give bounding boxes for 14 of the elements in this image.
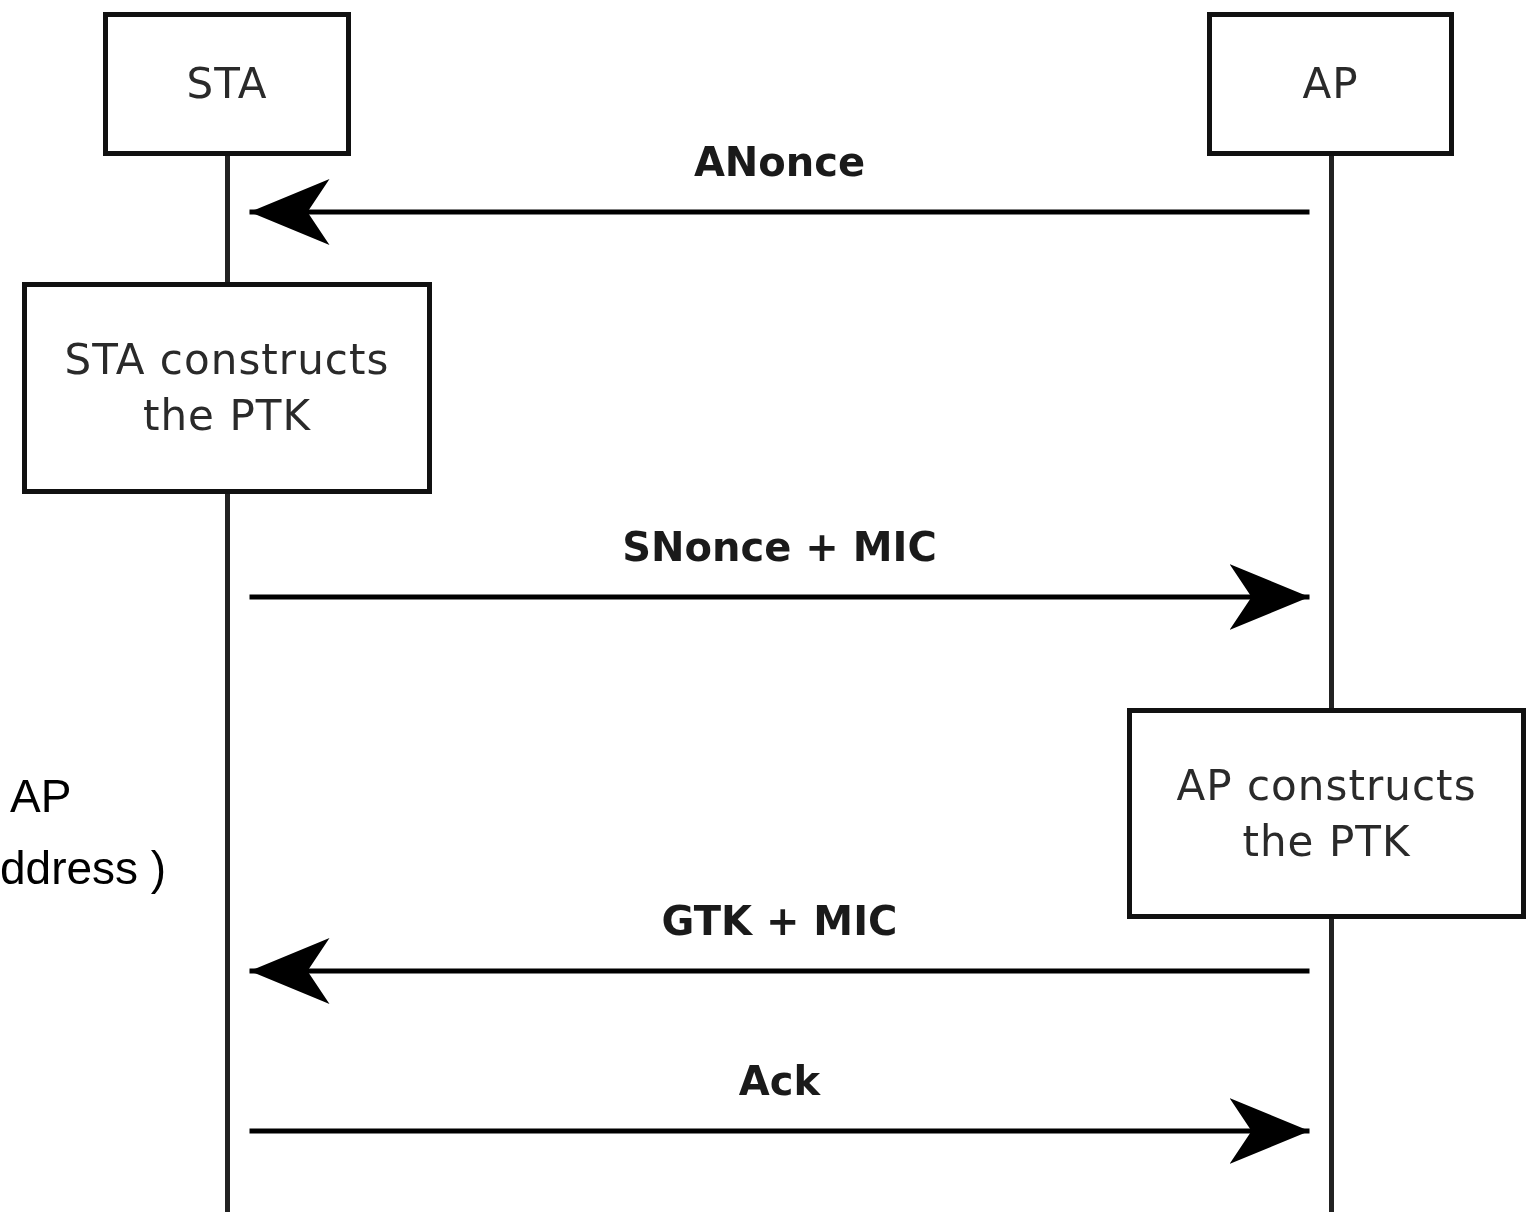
message-arrow	[249, 1098, 1310, 1164]
participant-box: AP	[1207, 12, 1454, 156]
lifeline	[225, 156, 230, 282]
lifeline	[1329, 919, 1334, 1212]
process-box: STA constructs the PTK	[22, 282, 432, 494]
participant-box: STA	[103, 12, 351, 156]
note-text: AP	[10, 769, 72, 824]
note-text: ddress )	[0, 841, 167, 896]
message-arrow	[249, 179, 1310, 245]
message-arrow	[249, 938, 1310, 1004]
lifeline	[1329, 156, 1334, 708]
message-arrow	[249, 564, 1310, 630]
lifeline	[225, 494, 230, 1212]
process-box: AP constructs the PTK	[1127, 708, 1526, 919]
